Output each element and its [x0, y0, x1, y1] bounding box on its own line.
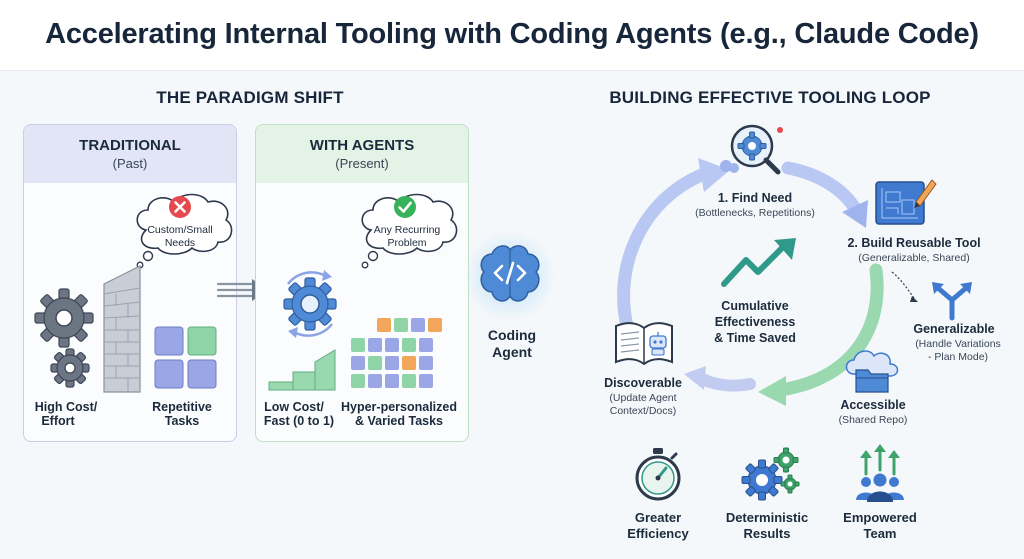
traditional-panel-header: TRADITIONAL (Past) [24, 125, 236, 183]
book-robot-icon [615, 322, 673, 366]
agents-bubble-line2: Problem [387, 237, 427, 249]
large-gear-icon [34, 288, 94, 388]
benefit-deterministic-line2: Results [743, 526, 791, 541]
blue-gear-cycle-icon [283, 270, 337, 338]
traditional-thought-bubble [136, 193, 233, 269]
find-need-title: 1. Find Need [717, 191, 793, 205]
varied-tasks-line2: & Varied Tasks [354, 414, 443, 428]
traditional-title: TRADITIONAL [79, 137, 181, 154]
build-tool-sub: (Generalizable, Shared) [858, 252, 970, 264]
small-connector-arrows [891, 271, 918, 302]
green-check-icon [394, 196, 416, 218]
page-title: Accelerating Internal Tooling with Codin… [45, 18, 979, 50]
branch-arrows-icon [932, 282, 972, 321]
coding-agent-brain-icon [464, 230, 556, 322]
high-cost-line1: High Cost/ [34, 400, 98, 414]
varied-tasks-blocks [351, 318, 442, 388]
red-x-icon [169, 196, 191, 218]
generalizable-sub2: - Plan Mode) [927, 351, 989, 363]
repetitive-tasks-blocks [154, 326, 217, 389]
paradigm-shift-heading: THE PARADIGM SHIFT [156, 88, 344, 107]
agents-subtitle: (Present) [335, 156, 389, 171]
discoverable-title: Discoverable [604, 376, 682, 390]
benefit-efficiency-line2: Efficiency [627, 526, 689, 541]
agents-thought-bubble [361, 193, 458, 269]
magnifier-gear-icon [720, 124, 783, 175]
tooling-loop-cycle [617, 158, 884, 406]
discoverable-sub1: (Update Agent [609, 392, 677, 404]
generalizable-sub1: (Handle Variations [915, 338, 1001, 350]
agents-bubble-line1: Any Recurring [373, 224, 441, 236]
agents-panel-header: WITH AGENTS (Present) [256, 125, 468, 183]
discoverable-sub2: Context/Docs) [609, 405, 677, 417]
blueprint-pencil-icon [875, 179, 937, 225]
header-band [0, 0, 1024, 71]
find-need-sub: (Bottlenecks, Repetitions) [695, 207, 815, 219]
traditional-bubble-line2: Needs [164, 237, 196, 249]
accessible-sub: (Shared Repo) [838, 414, 908, 426]
coding-agent-line2: Agent [492, 344, 532, 360]
low-cost-line2: Fast (0 to 1) [263, 414, 335, 428]
cloud-folder-icon [845, 350, 899, 393]
tooling-loop-heading: BUILDING EFFECTIVE TOOLING LOOP [609, 88, 931, 107]
generalizable-title: Generalizable [913, 322, 995, 336]
repetitive-line1: Repetitive [152, 400, 212, 414]
center-line1: Cumulative [721, 299, 789, 313]
traditional-bubble-line1: Custom/Small [147, 224, 213, 236]
repetitive-line2: Tasks [164, 414, 200, 428]
brick-wall-icon [103, 265, 141, 393]
agents-title: WITH AGENTS [309, 137, 415, 154]
coding-agent-line1: Coding [487, 327, 537, 343]
benefit-deterministic-line1: Deterministic [725, 510, 809, 525]
gears-icon [741, 447, 800, 501]
team-icon [856, 444, 904, 502]
varied-tasks-line1: Hyper-personalized [340, 400, 457, 414]
high-cost-line2: Effort [41, 414, 75, 428]
center-line3: & Time Saved [714, 331, 796, 345]
build-tool-title: 2. Build Reusable Tool [847, 236, 981, 250]
traditional-subtitle: (Past) [112, 156, 148, 171]
low-cost-ramp-icon [268, 349, 336, 391]
accessible-title: Accessible [840, 398, 906, 412]
growth-arrow-icon [721, 238, 796, 287]
benefit-team-line2: Team [863, 526, 897, 541]
benefit-team-line1: Empowered [843, 510, 917, 525]
center-line2: Effectiveness [714, 315, 796, 329]
low-cost-line1: Low Cost/ [264, 400, 324, 414]
stopwatch-icon [635, 448, 681, 501]
benefit-efficiency-line1: Greater [634, 510, 682, 525]
